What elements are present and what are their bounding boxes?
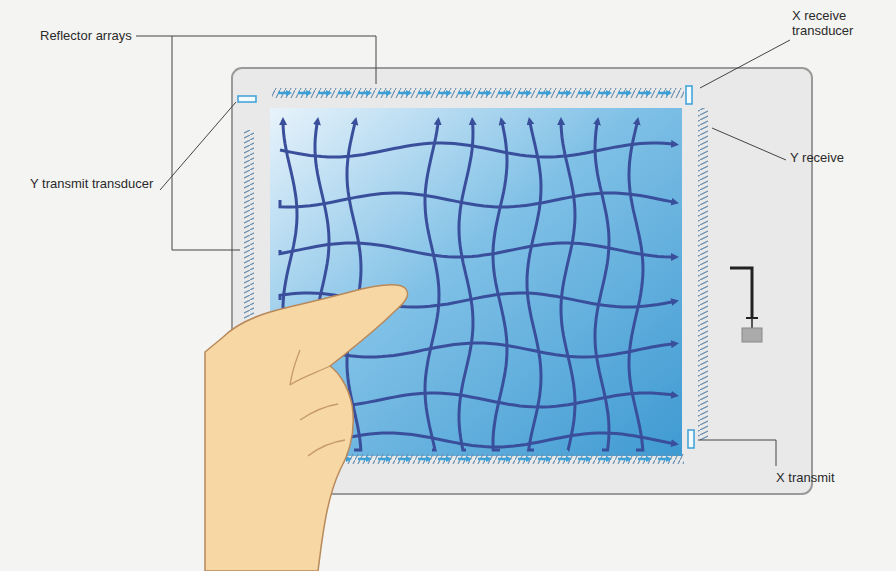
wave-dash (498, 92, 510, 95)
ground-symbol (751, 318, 753, 328)
wave-dash (418, 92, 430, 95)
wave-dash (358, 92, 370, 95)
part-label: Y transmit transducer (30, 176, 156, 191)
wave-dash (618, 458, 630, 461)
wave-line (425, 120, 439, 450)
wave-dash (378, 92, 390, 95)
wave-line (459, 120, 473, 450)
wave-dash (378, 458, 390, 461)
wave-dash (598, 458, 610, 461)
hand (205, 285, 408, 571)
wave-dash (578, 458, 590, 461)
wave-line (595, 120, 609, 450)
reflector-array-top (272, 88, 684, 98)
wave-dash (478, 458, 490, 461)
wave-dash (498, 458, 510, 461)
x-receive-transducer (686, 86, 692, 104)
part-label: X transmit (776, 470, 835, 485)
wave-dash (598, 92, 610, 95)
wave-line (493, 120, 507, 450)
wave-dash (638, 458, 650, 461)
wave-dash (298, 92, 310, 95)
leader-lines (136, 36, 790, 466)
wave-dash (438, 92, 450, 95)
wave-line (280, 243, 676, 257)
wave-dash (438, 458, 450, 461)
wave-dash (518, 92, 530, 95)
wave-dash (578, 92, 590, 95)
wave-dash (358, 458, 370, 461)
wave-dash (538, 92, 550, 95)
wave-dash (398, 92, 410, 95)
wave-line (280, 143, 676, 157)
ground-wire (730, 268, 752, 318)
wave-dash (278, 92, 290, 95)
wave-dash (478, 92, 490, 95)
wave-dash (418, 458, 430, 461)
wave-line (280, 193, 676, 207)
wave-dash (458, 458, 470, 461)
wave-line (561, 120, 575, 450)
wave-dash (558, 92, 570, 95)
wave-dash (398, 458, 410, 461)
wave-dash (658, 458, 670, 461)
finger-creases (290, 350, 345, 456)
wave-dash (638, 92, 650, 95)
ground-plug (742, 328, 762, 342)
wave-dash (658, 92, 670, 95)
reflector-array-right (698, 108, 708, 440)
part-label: Y receive (790, 150, 844, 165)
wave-dash (558, 458, 570, 461)
wave-dash (538, 458, 550, 461)
wave-dash (318, 92, 330, 95)
wave-dash (618, 92, 630, 95)
part-label: Reflector arrays (40, 28, 132, 43)
wave-line (527, 120, 541, 450)
part-label: X receive transducer (792, 8, 888, 38)
wave-dash (518, 458, 530, 461)
wave-line (629, 120, 643, 450)
wave-dash (458, 92, 470, 95)
wave-dash (338, 92, 350, 95)
x-transmit-transducer (688, 430, 694, 448)
y-transmit-transducer (238, 96, 256, 102)
